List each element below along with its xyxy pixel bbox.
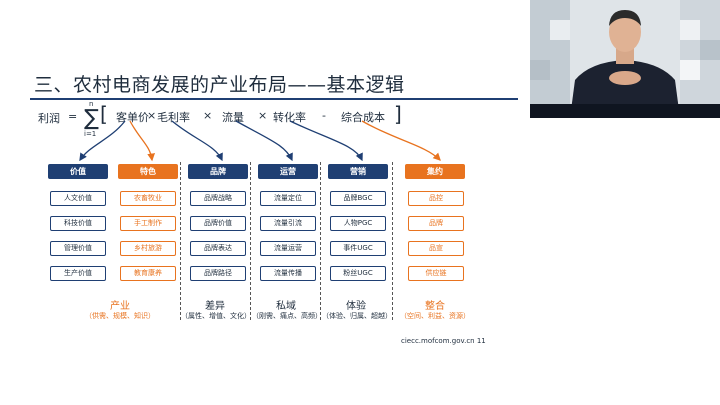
formula-sigma-lower: i=1 — [84, 130, 97, 138]
column-item: 教育康养 — [120, 266, 176, 281]
group-subtitle: （刚需、痛点、高频） — [252, 312, 322, 320]
group-title: 整合 — [425, 301, 445, 312]
column-item: 品牌表达 — [190, 241, 246, 256]
title-underline — [30, 98, 518, 100]
column-item: 粉丝UGC — [330, 266, 386, 281]
formula-term: 客单价 — [116, 111, 149, 124]
column-header-integration: 集约 — [405, 164, 465, 179]
column-item: 人文价值 — [50, 191, 106, 206]
formula-term: × — [203, 109, 213, 122]
formula-term: 毛利率 — [157, 111, 190, 124]
formula-sigma: ∑ — [84, 106, 99, 131]
presenter-webcam — [530, 0, 720, 118]
column-item: 流量引流 — [260, 216, 316, 231]
column-item: 乡村旅游 — [120, 241, 176, 256]
formula-term: 转化率 — [273, 111, 306, 124]
column-header-feature: 特色 — [118, 164, 178, 179]
column-item: 品牌 — [408, 216, 464, 231]
column-item: 品控 — [408, 191, 464, 206]
column-item: 品宣 — [408, 241, 464, 256]
presenter-video-icon — [530, 0, 720, 118]
column-item: 流量定位 — [260, 191, 316, 206]
formula-term: 流量 — [222, 111, 244, 124]
column-header-marketing: 营销 — [328, 164, 388, 179]
formula-term: × — [147, 109, 157, 122]
column-item: 生产价值 — [50, 266, 106, 281]
column-separator — [250, 162, 251, 320]
column-item: 流量传播 — [260, 266, 316, 281]
column-item: 品牌战略 — [190, 191, 246, 206]
formula-equals: = — [68, 110, 78, 123]
group-subtitle: （供需、规模、知识） — [85, 312, 155, 320]
column-item: 人物PGC — [330, 216, 386, 231]
group-title: 体验 — [346, 301, 366, 312]
column-item: 手工制作 — [120, 216, 176, 231]
group-title: 产业 — [110, 301, 130, 312]
group-title: 差异 — [205, 301, 225, 312]
column-header-operation: 运营 — [258, 164, 318, 179]
formula-sigma-upper: n — [89, 100, 94, 108]
slide-footer: ciecc.mofcom.gov.cn 11 — [401, 337, 486, 345]
column-separator — [392, 162, 393, 320]
group-subtitle: （属性、增值、文化） — [181, 312, 251, 320]
formula-open-bracket: [ — [100, 102, 108, 126]
group-title: 私域 — [276, 301, 296, 312]
column-item: 品牌路径 — [190, 266, 246, 281]
group-subtitle: （空间、利益、资源） — [400, 312, 470, 320]
formula-lhs: 利润 — [38, 112, 60, 125]
column-item: 事件UGC — [330, 241, 386, 256]
column-item: 管理价值 — [50, 241, 106, 256]
column-item: 品牌BGC — [330, 191, 386, 206]
column-item: 流量运营 — [260, 241, 316, 256]
formula-close-bracket: ] — [394, 102, 402, 126]
formula-term: 综合成本 — [341, 111, 385, 124]
group-subtitle: （体验、归属、超越） — [322, 312, 392, 320]
formula-term: - — [322, 109, 326, 122]
column-item: 品牌价值 — [190, 216, 246, 231]
column-item: 科技价值 — [50, 216, 106, 231]
column-separator — [320, 162, 321, 320]
formula-term: × — [258, 109, 268, 122]
column-separator — [180, 162, 181, 320]
column-header-value: 价值 — [48, 164, 108, 179]
column-item: 供应链 — [408, 266, 464, 281]
slide-title: 三、农村电商发展的产业布局——基本逻辑 — [34, 74, 405, 96]
column-header-brand: 品牌 — [188, 164, 248, 179]
column-item: 农畜牧业 — [120, 191, 176, 206]
